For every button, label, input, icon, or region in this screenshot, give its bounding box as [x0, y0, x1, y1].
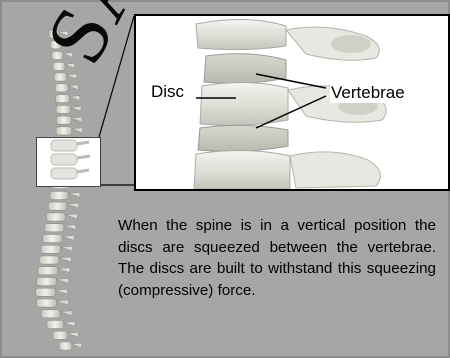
- spine-vertebra: [39, 256, 59, 264]
- detail-vertebrae-art: [37, 138, 100, 186]
- spine-vertebra-process: [71, 106, 81, 111]
- spine-vertebra-process: [72, 128, 83, 133]
- disc-label: Disc: [150, 82, 185, 102]
- spine-vertebra: [37, 277, 57, 285]
- spine-vertebra-process: [59, 257, 71, 262]
- spine-vertebra-process: [61, 246, 73, 251]
- spine-vertebra: [54, 73, 67, 81]
- spine-vertebra-process: [62, 235, 74, 240]
- spine-vertebra-process: [56, 289, 68, 294]
- spine-vertebra-process: [64, 225, 76, 230]
- spine-vertebra-process: [65, 63, 75, 68]
- spine-vertebra: [53, 331, 68, 339]
- spine-vertebra-process: [71, 117, 82, 122]
- spine-vertebra-process: [72, 343, 82, 348]
- spine-vertebra-process: [67, 203, 79, 208]
- spine-vertebra: [56, 95, 70, 103]
- spine-vertebra-process: [56, 300, 68, 305]
- spine-vertebra: [36, 299, 56, 307]
- spine-vertebra-process: [57, 278, 69, 283]
- spine-vertebra-process: [68, 332, 79, 337]
- spine-vertebra-process: [68, 192, 80, 197]
- spine-vertebra: [49, 30, 59, 38]
- spine-vertebra: [53, 62, 65, 70]
- vertebrae-label: Vertebrae: [330, 83, 406, 103]
- spine-vertebra: [56, 105, 71, 113]
- spine-vertebrae-column: [36, 30, 83, 350]
- spine-vertebra: [50, 191, 69, 199]
- spine-vertebra: [56, 116, 71, 124]
- spine-vertebra-process: [67, 74, 77, 79]
- spine-vertebra: [47, 321, 64, 329]
- spine-vertebra: [43, 234, 63, 242]
- spine-vertebra: [38, 267, 58, 275]
- spine-vertebra: [36, 288, 56, 296]
- spine-vertebra: [52, 52, 63, 60]
- spine-vertebra-process: [61, 42, 70, 47]
- spine-vertebra: [48, 202, 67, 210]
- spine-vertebra-process: [68, 85, 78, 90]
- spine-vertebra: [56, 127, 72, 135]
- spine-vertebra: [41, 245, 61, 253]
- spine-vertebra: [45, 224, 64, 232]
- spine-vertebra: [55, 84, 68, 92]
- spine-vertebra-process: [58, 268, 70, 273]
- spine-vertebra-process: [66, 214, 78, 219]
- callout-line-top: [99, 16, 134, 137]
- spine-vertebra-process: [64, 322, 75, 327]
- spine-vertebra: [50, 41, 61, 49]
- spine-detail-highlight: [36, 137, 101, 187]
- spine-vertebra-process: [59, 31, 68, 36]
- spine-vertebra: [41, 310, 60, 318]
- description-text: When the spine is in a vertical position…: [118, 215, 436, 301]
- spine-vertebra-process: [70, 96, 80, 101]
- spine-vertebra: [59, 342, 72, 350]
- spine-vertebra-process: [63, 53, 72, 58]
- spine-vertebra: [46, 213, 65, 221]
- spine-vertebra-process: [60, 311, 72, 316]
